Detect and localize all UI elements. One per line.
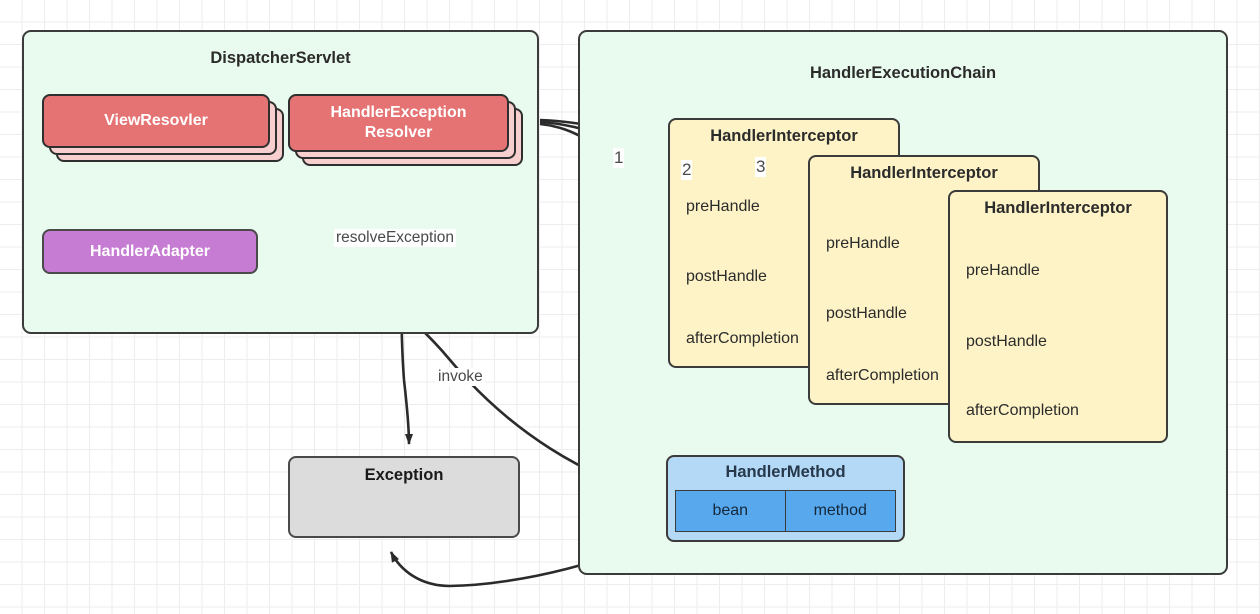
dispatcher-servlet-title: DispatcherServlet (210, 49, 351, 67)
edge-label-step-1: 1 (613, 148, 625, 168)
handler-interceptor-2-method-prehandle: preHandle (826, 235, 900, 252)
handler-interceptor-1-title: HandlerInterceptor (710, 127, 858, 145)
exception-title: Exception (364, 466, 444, 484)
handler-interceptor-2-title: HandlerInterceptor (850, 164, 998, 182)
handler-execution-chain-title: HandlerExecutionChain (809, 64, 997, 82)
edge-label-invoke: invoke (436, 368, 485, 386)
handler-adapter-label: HandlerAdapter (89, 242, 211, 260)
handler-method-box[interactable]: HandlerMethod bean method (666, 455, 905, 542)
view-resolver-stack[interactable]: ViewResovler (42, 94, 284, 164)
handler-interceptor-3[interactable]: HandlerInterceptor preHandle postHandle … (948, 190, 1168, 443)
handler-method-cells: bean method (675, 490, 896, 532)
handler-exception-resolver-label-line1: HandlerException (330, 104, 467, 122)
exception-box[interactable]: Exception (288, 456, 520, 538)
handler-adapter-box[interactable]: HandlerAdapter (42, 229, 258, 274)
edge-label-step-2: 2 (681, 160, 693, 180)
dispatcher-servlet-group[interactable]: DispatcherServlet (22, 30, 539, 334)
handler-exception-resolver-label-line2: Resolver (364, 124, 433, 141)
edge-label-step-3: 3 (755, 157, 767, 177)
handler-method-cell-method[interactable]: method (785, 490, 896, 532)
handler-interceptor-2-method-posthandle: postHandle (826, 305, 907, 322)
handler-interceptor-3-method-prehandle: preHandle (966, 262, 1040, 279)
view-resolver-box[interactable]: ViewResovler (42, 94, 270, 148)
handler-exception-resolver-stack[interactable]: HandlerException Resolver (288, 94, 523, 166)
handler-method-title: HandlerMethod (725, 463, 846, 481)
handler-exception-resolver-box[interactable]: HandlerException Resolver (288, 94, 509, 152)
handler-method-cell-bean[interactable]: bean (675, 490, 786, 532)
edge-label-resolve-exception: resolveException (334, 229, 457, 247)
handler-interceptor-1-method-aftercompletion: afterCompletion (686, 330, 799, 347)
handler-interceptor-1-method-posthandle: postHandle (686, 268, 767, 285)
handler-interceptor-3-title: HandlerInterceptor (984, 199, 1132, 217)
handler-interceptor-1-method-prehandle: preHandle (686, 198, 760, 215)
view-resolver-label: ViewResovler (104, 112, 208, 130)
handler-interceptor-3-method-posthandle: postHandle (966, 333, 1047, 350)
handler-interceptor-3-method-aftercompletion: afterCompletion (966, 402, 1079, 419)
handler-interceptor-2-method-aftercompletion: afterCompletion (826, 367, 939, 384)
